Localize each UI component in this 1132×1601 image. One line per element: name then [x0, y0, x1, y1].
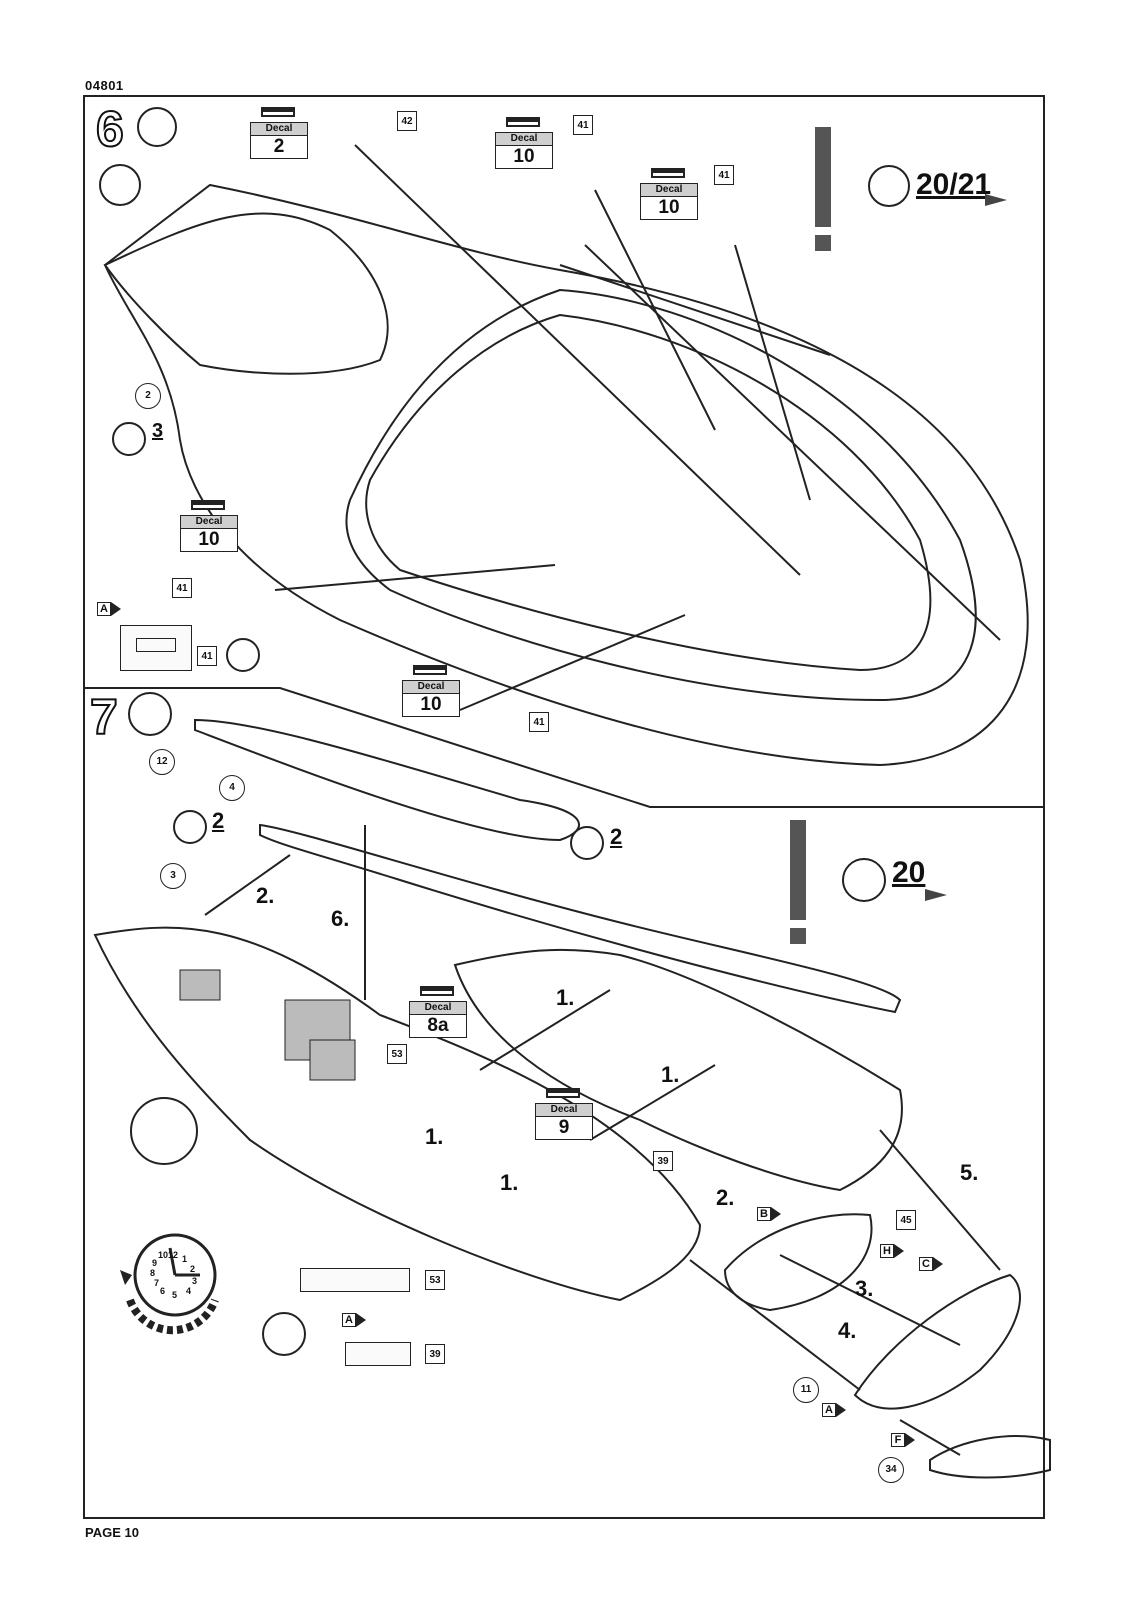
part-number-box: 41 — [197, 646, 217, 666]
step-ref-2: 2 — [212, 808, 225, 833]
glue-icon — [137, 107, 177, 147]
part-number-circle: 34 — [878, 1457, 904, 1483]
part-45-disc — [723, 1213, 873, 1312]
part-number-box: 42 — [397, 111, 417, 131]
step-ref-20: 20 — [892, 856, 926, 889]
step-ref-3: 3 — [152, 420, 164, 442]
part-number-box: 39 — [653, 1151, 673, 1171]
part-number-box: 41 — [529, 712, 549, 732]
part-number-box: 45 — [896, 1210, 916, 1230]
instruction-frame — [83, 95, 1045, 1519]
canopy-outline — [103, 183, 1029, 767]
color-flag: B — [757, 1207, 787, 1222]
figure-reference-icon — [842, 858, 886, 902]
clock-icon — [120, 1233, 219, 1335]
paint-swatch-panel — [300, 1268, 410, 1292]
fuselage-body — [93, 926, 702, 1302]
sequence-label: 4. — [838, 1318, 857, 1343]
paint-brush-icon — [570, 826, 604, 860]
sequence-label: 2. — [716, 1185, 735, 1210]
part-number-circle: 2 — [135, 383, 161, 409]
paint-brush-icon — [112, 422, 146, 456]
sequence-label: 1. — [425, 1124, 444, 1149]
color-flag: A — [97, 602, 127, 617]
part-number-box: 41 — [573, 115, 593, 135]
warning-exclamation — [815, 127, 831, 227]
sequence-label: 1. — [661, 1062, 680, 1087]
part-11-bulkhead — [853, 1273, 1021, 1410]
paint-swatch-panel — [120, 625, 192, 671]
figure-reference-icon — [99, 164, 141, 206]
masking-tape-icon — [130, 1097, 198, 1165]
step-7-number: 7 — [89, 689, 119, 745]
figure-reference-icon — [868, 165, 910, 207]
canopy-front-window — [103, 212, 389, 375]
sequence-label: 1. — [500, 1170, 519, 1195]
step-ref-20-21: 20/21 — [916, 168, 992, 201]
color-flag: C — [919, 1257, 949, 1272]
part-number-circle: 4 — [219, 775, 245, 801]
paint-brush-icon — [262, 1312, 306, 1356]
sequence-label: 2. — [256, 883, 275, 908]
part-4-rail — [259, 823, 902, 1014]
sequence-label: 1. — [556, 985, 575, 1010]
sequence-label: 5. — [960, 1160, 979, 1185]
color-flag: A — [822, 1403, 852, 1418]
part-number-box: 39 — [425, 1344, 445, 1364]
step-divider — [85, 687, 1043, 808]
part-number-box: 41 — [714, 165, 734, 185]
part-12-strip — [194, 718, 580, 842]
glue-icon — [128, 692, 172, 736]
part-number-circle: 11 — [793, 1377, 819, 1403]
paint-brush-icon — [173, 810, 207, 844]
clock-numbers: 12 1 2 3 4 5 6 7 8 9 10 — [150, 1250, 198, 1300]
part-number-circle: 3 — [160, 863, 186, 889]
part-number-box: 53 — [425, 1270, 445, 1290]
sequence-label: 6. — [331, 906, 350, 931]
part-number-box: 41 — [172, 578, 192, 598]
arrow-right-icon — [985, 194, 1007, 206]
document-code: 04801 — [85, 78, 124, 93]
page-number: PAGE 10 — [85, 1525, 139, 1540]
step-6-number: 6 — [95, 101, 125, 157]
paint-swatch-panel — [345, 1342, 411, 1366]
paint-brush-icon — [226, 638, 260, 672]
color-flag: A — [342, 1313, 372, 1328]
part-number-box: 53 — [387, 1044, 407, 1064]
part-34-panel — [929, 1435, 1051, 1479]
color-flag: H — [880, 1244, 910, 1259]
step-ref-2: 2 — [610, 824, 623, 849]
warning-exclamation — [790, 820, 806, 920]
part-number-circle: 12 — [149, 749, 175, 775]
arrow-right-icon — [925, 889, 947, 901]
sequence-label: 3. — [855, 1276, 874, 1301]
color-flag: F — [891, 1433, 921, 1448]
